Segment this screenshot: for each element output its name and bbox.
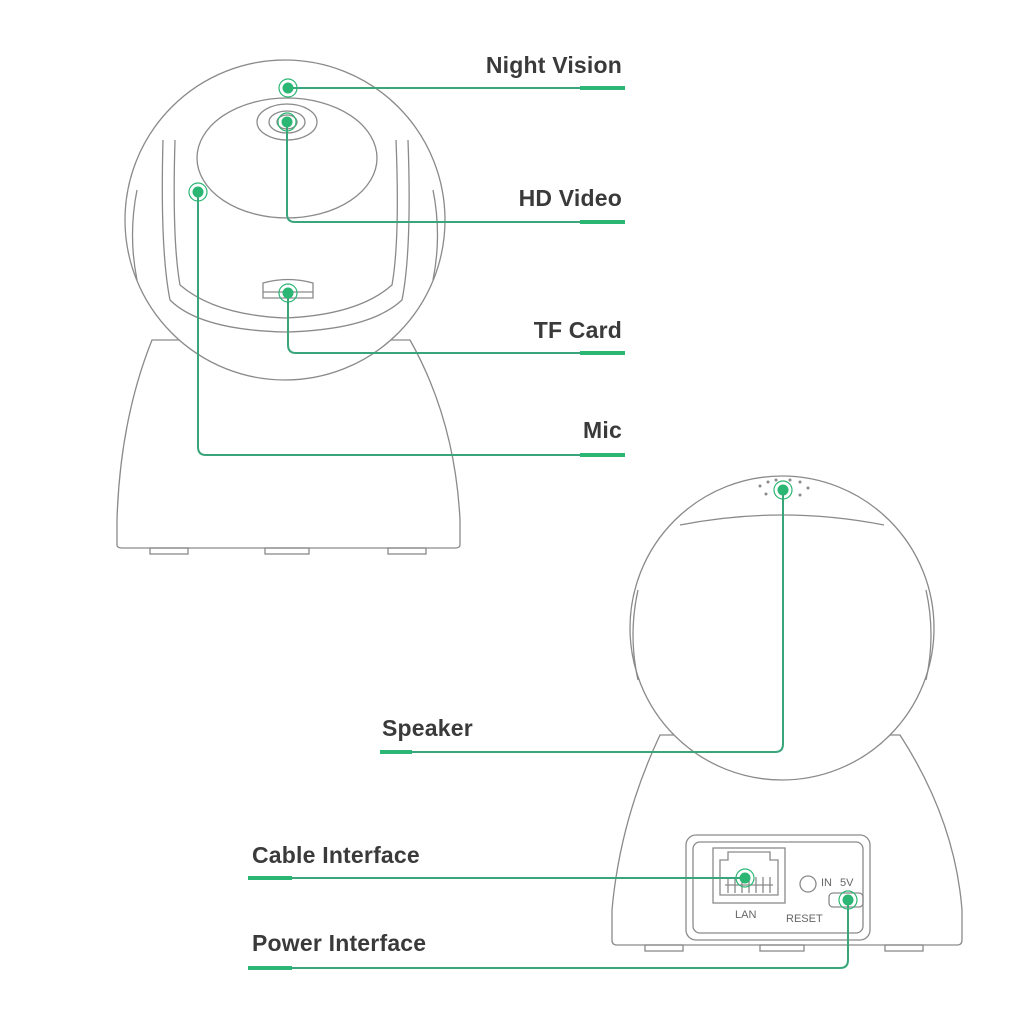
front-camera-drawing xyxy=(116,59,461,555)
label-hd-video: HD Video xyxy=(518,185,622,211)
label-power-interface: Power Interface xyxy=(252,930,427,956)
label-mic: Mic xyxy=(583,417,622,443)
five-v-label: 5V xyxy=(840,877,854,889)
lan-label: LAN xyxy=(735,909,756,921)
reset-label: RESET xyxy=(786,913,823,925)
label-tf-card: TF Card xyxy=(533,317,622,343)
tf-card-marker xyxy=(278,283,298,303)
hd-video-marker xyxy=(277,112,297,132)
hd-video-leader xyxy=(286,122,625,223)
in-label: IN xyxy=(821,877,832,889)
speaker-marker xyxy=(773,480,793,500)
speaker-leader xyxy=(380,490,784,753)
cable-interface-marker xyxy=(735,868,755,888)
mic-leader xyxy=(197,192,625,456)
mic-marker xyxy=(188,182,208,202)
label-cable-interface: Cable Interface xyxy=(252,842,420,868)
power-interface-marker xyxy=(838,890,858,910)
label-speaker: Speaker xyxy=(382,715,473,741)
back-camera-drawing xyxy=(611,475,963,952)
speaker-holes xyxy=(758,478,810,497)
tf-card-leader xyxy=(287,293,625,354)
night-vision-marker xyxy=(278,78,298,98)
label-night-vision: Night Vision xyxy=(485,52,622,78)
power-interface-leader xyxy=(248,900,849,969)
